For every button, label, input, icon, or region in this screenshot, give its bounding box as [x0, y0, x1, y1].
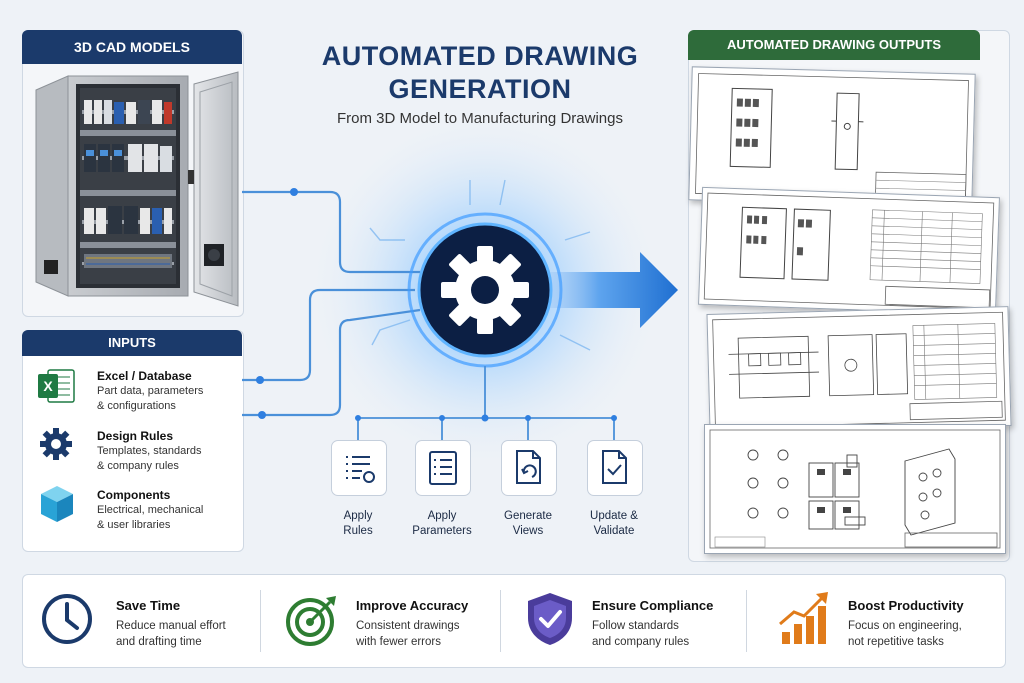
benefit-title-boost-productivity: Boost Productivity — [848, 598, 964, 613]
input-title-design-rules: Design Rules — [97, 429, 174, 443]
step-apply-parameters — [415, 440, 471, 496]
benefit-title-improve-accuracy: Improve Accuracy — [356, 598, 469, 613]
checklist-icon — [429, 451, 457, 485]
step-generate-views — [501, 440, 557, 496]
benefit-divider-3 — [746, 590, 747, 652]
clock-icon — [42, 594, 92, 644]
electrical-cabinet-illustration — [35, 71, 239, 307]
input-desc-components-1: Electrical, mechanical — [97, 504, 204, 516]
excel-icon: X — [38, 369, 75, 403]
input-title-excel: Excel / Database — [97, 369, 192, 383]
benefit-desc-save-time-2: and drafting time — [116, 636, 202, 648]
inputs-header: INPUTS — [22, 330, 242, 356]
step-label-update-validate: Update &Validate — [590, 510, 638, 537]
benefit-divider-2 — [500, 590, 501, 652]
benefit-title-save-time: Save Time — [116, 598, 181, 613]
benefit-desc-ensure-compliance-1: Follow standards — [592, 620, 679, 632]
benefits-bar — [22, 574, 1006, 668]
outputs-header: AUTOMATED DRAWING OUTPUTS — [688, 30, 980, 60]
benefit-desc-improve-accuracy-1: Consistent drawings — [356, 620, 460, 632]
growth-chart-icon — [779, 592, 828, 644]
step-apply-rules — [331, 440, 387, 496]
input-title-components: Components — [97, 488, 171, 502]
drawing-sheet-3 — [706, 306, 1012, 434]
benefit-desc-improve-accuracy-2: with fewer errors — [356, 636, 441, 648]
cube-icon — [41, 486, 73, 522]
input-desc-components-2: & user libraries — [97, 519, 171, 531]
drawing-sheet-1 — [688, 66, 976, 208]
drawing-sheet-4 — [704, 424, 1006, 554]
svg-text:X: X — [43, 378, 53, 394]
benefit-divider-1 — [260, 590, 261, 652]
gear-icon — [40, 428, 72, 460]
page-title: AUTOMATED DRAWING GENERATION — [321, 41, 639, 104]
input-desc-excel-2: & configurations — [97, 400, 176, 412]
benefit-desc-save-time-1: Reduce manual effort — [116, 620, 226, 632]
input-desc-excel-1: Part data, parameters — [97, 385, 204, 397]
benefit-desc-boost-productivity-1: Focus on engineering, — [848, 620, 962, 632]
list-icon — [346, 456, 375, 483]
step-update-validate — [587, 440, 643, 496]
shield-check-icon — [528, 593, 572, 645]
input-desc-design-rules-1: Templates, standards — [97, 445, 202, 457]
benefit-desc-boost-productivity-2: not repetitive tasks — [848, 636, 944, 648]
target-icon — [286, 596, 336, 646]
benefit-desc-ensure-compliance-2: and company rules — [592, 636, 690, 648]
input-desc-design-rules-2: & company rules — [97, 460, 179, 472]
document-check-icon — [602, 450, 627, 484]
benefit-title-ensure-compliance: Ensure Compliance — [592, 598, 714, 613]
document-refresh-icon — [516, 450, 541, 484]
cad-models-header: 3D CAD MODELS — [22, 30, 242, 64]
drawing-sheet-2 — [698, 186, 1000, 316]
